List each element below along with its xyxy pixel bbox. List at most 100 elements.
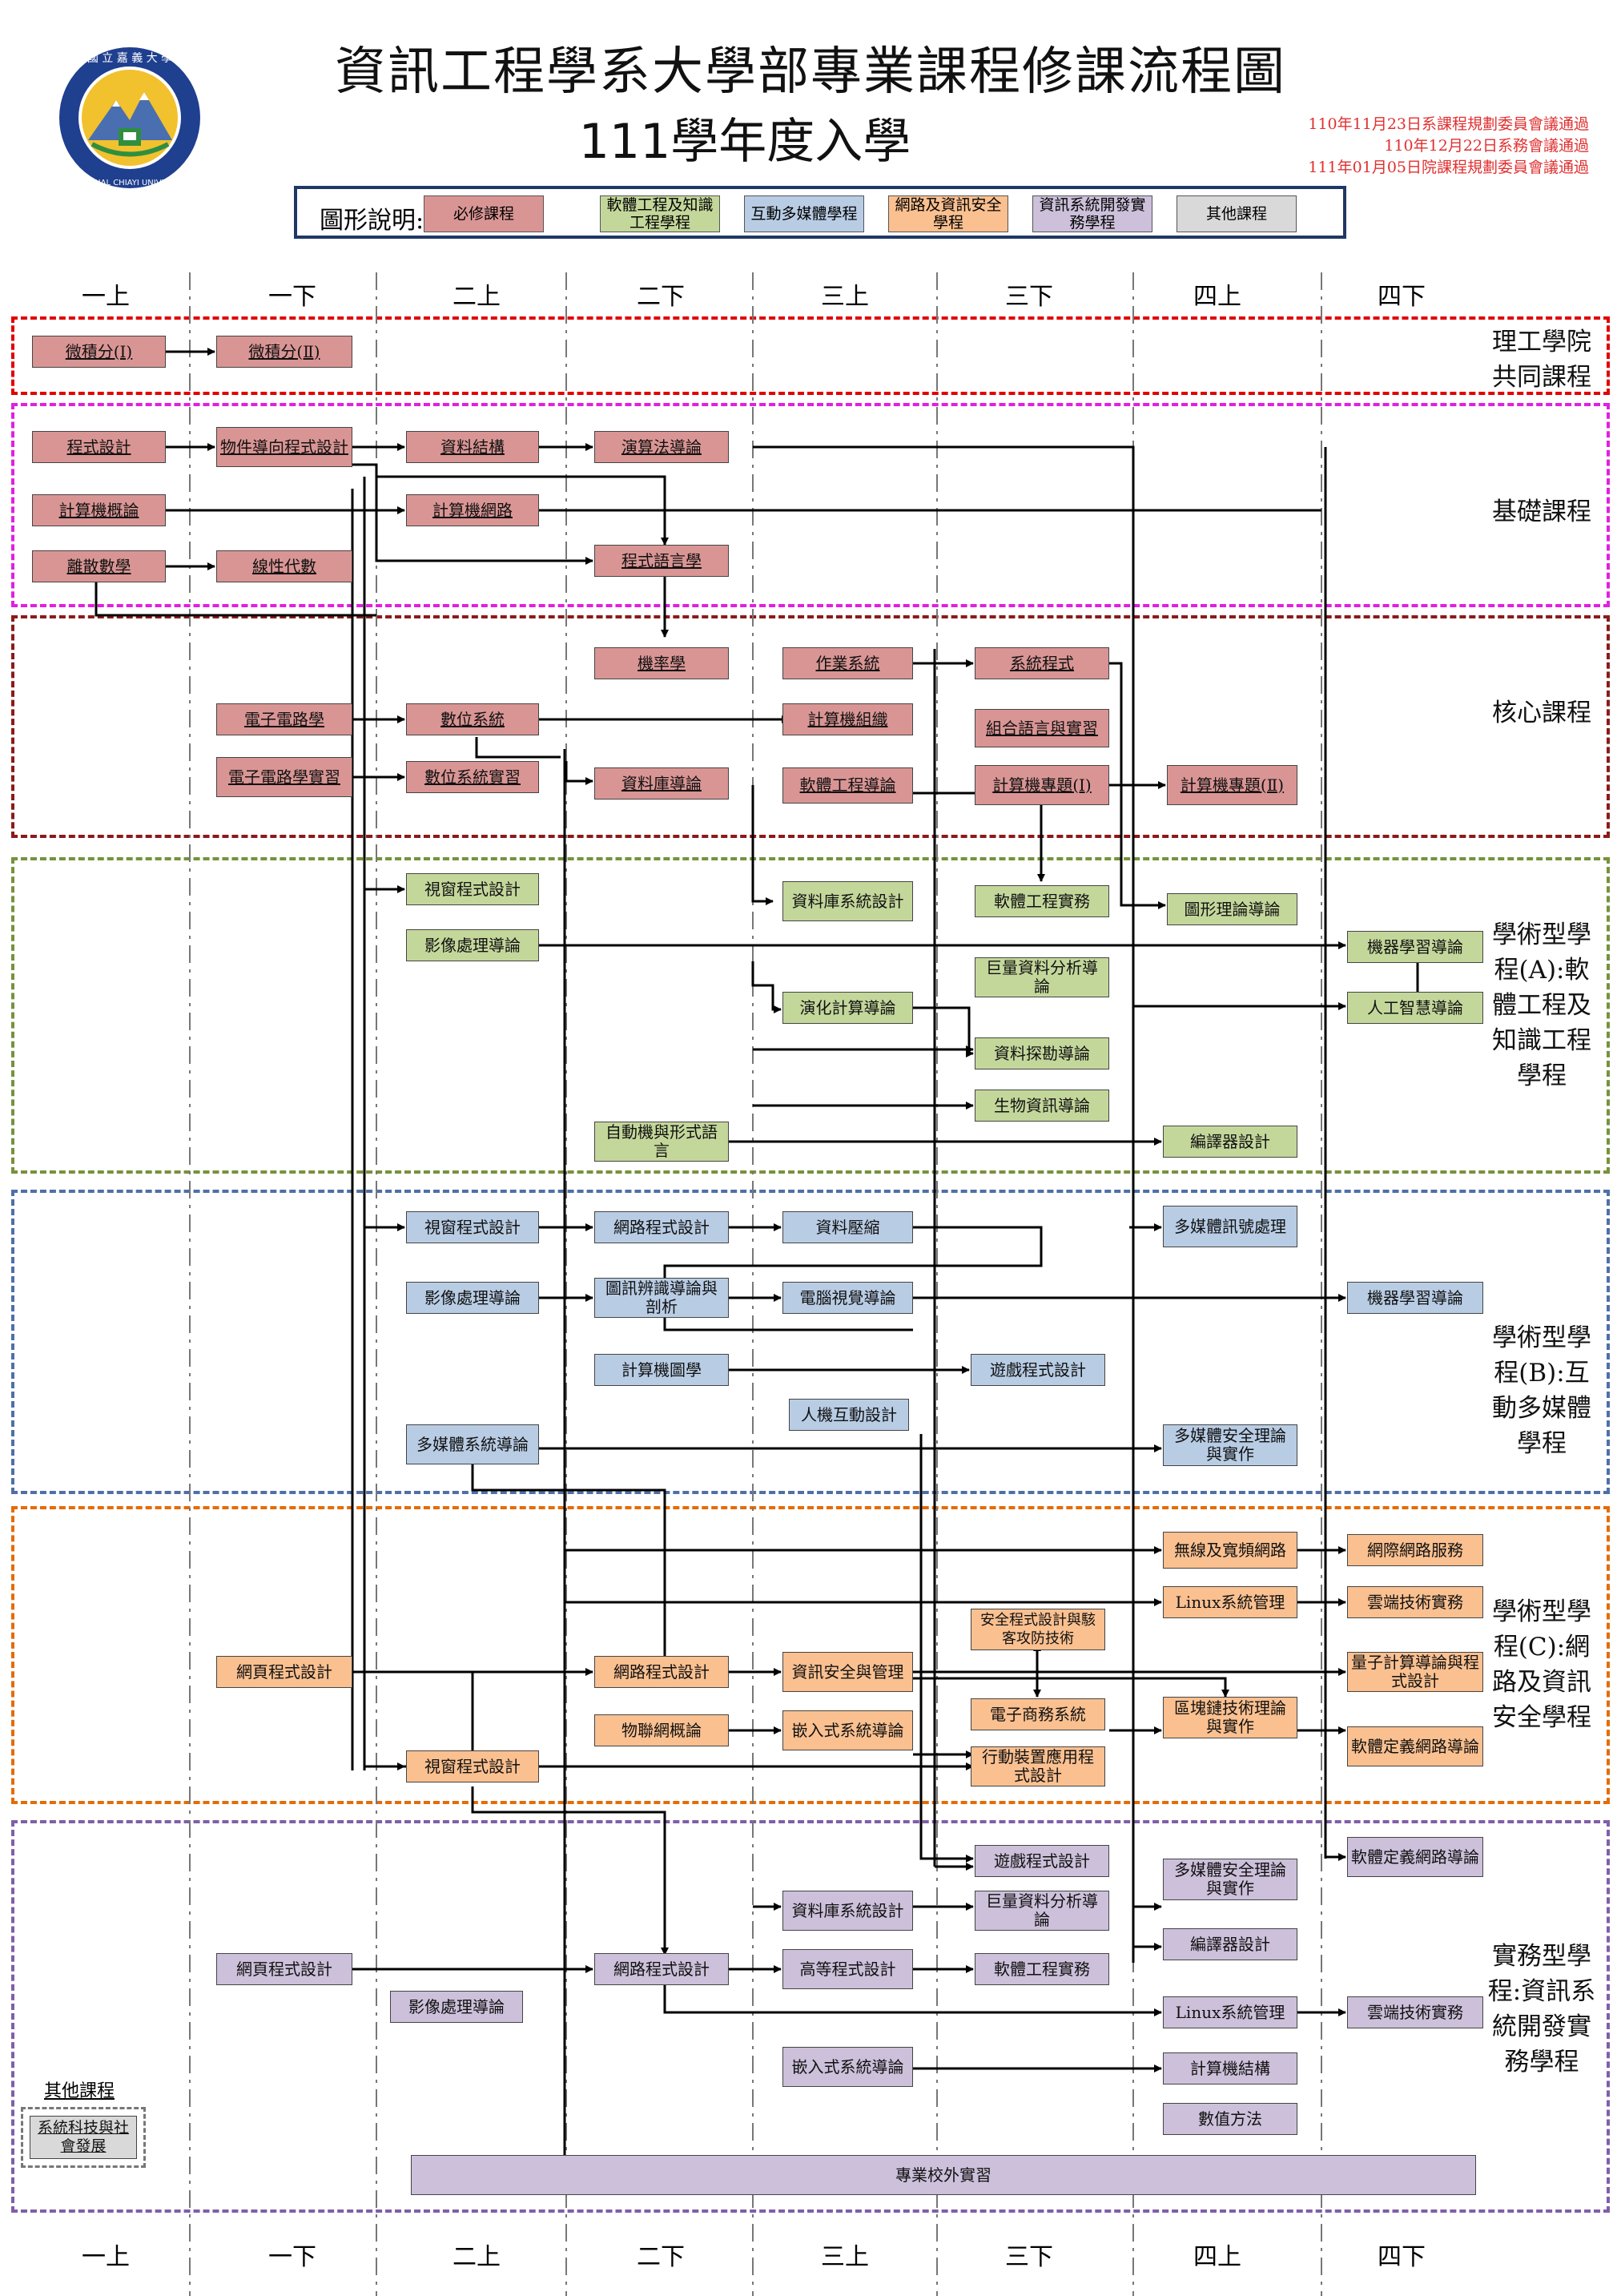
course-calculus-2: 微積分(Ⅱ): [216, 336, 352, 368]
semester-label: 二上: [453, 2243, 501, 2271]
semester-label: 三下: [1005, 283, 1053, 311]
semester-label: 二上: [453, 283, 501, 311]
course-discrete-math: 離散數學: [32, 550, 166, 582]
course-digital-systems: 數位系統: [406, 703, 539, 735]
page-subtitle: 111學年度入學: [578, 114, 911, 170]
page-title: 資訊工程學系大學部專業課程修課流程圖: [335, 42, 1286, 102]
course-c-sdn: 軟體定義網路導論: [1347, 1726, 1483, 1766]
semester-label: 二下: [637, 283, 685, 311]
legend-label: 圖形說明:: [320, 207, 424, 235]
course-b-multimedia-security: 多媒體安全理論與實作: [1163, 1424, 1297, 1466]
region-basic: [11, 403, 1610, 607]
course-c-secure-programming: 安全程式設計與駭客攻防技術: [971, 1609, 1105, 1650]
course-a-bioinformatics: 生物資訊導論: [975, 1090, 1109, 1122]
course-c-info-security: 資訊安全與管理: [782, 1652, 913, 1692]
course-p-linux-admin: Linux系統管理: [1163, 1996, 1297, 2028]
approval-notes: 110年11月23日系課程規劃委員會議通過 110年12月22日系務會議通過 1…: [1308, 114, 1589, 179]
legend: 圖形說明: 必修課程 軟體工程及知識工程學程 互動多媒體學程 網路及資訊安全學程…: [294, 186, 1346, 239]
course-b-multimedia-signal: 多媒體訊號處理: [1163, 1206, 1297, 1247]
svg-text:NATIONAL CHIAYI UNIVERSITY: NATIONAL CHIAYI UNIVERSITY: [70, 179, 191, 187]
semester-label: 二下: [637, 2243, 685, 2271]
course-a-graph-theory: 圖形理論導論: [1167, 893, 1297, 925]
region-label: 實務型學程:資訊系統開發實務學程: [1487, 1942, 1596, 2076]
region-label: 學術型學程(C):網路及資訊安全學程: [1492, 1597, 1591, 1732]
course-c-quantum-computing: 量子計算導論與程式設計: [1347, 1652, 1483, 1692]
region-college-common: [11, 316, 1610, 395]
approval-line: 111年01月05日院課程規劃委員會議通過: [1308, 159, 1589, 176]
semester-label: 三上: [821, 283, 869, 311]
course-electronic-circuits: 電子電路學: [216, 703, 352, 735]
course-p-game-programming: 遊戲程式設計: [975, 1845, 1109, 1877]
course-p-advanced-programming: 高等程式設計: [782, 1949, 913, 1989]
region-program-c: [11, 1506, 1610, 1804]
approval-line: 110年11月23日系課程規劃委員會議通過: [1308, 115, 1589, 133]
semester-label: 一下: [268, 2243, 316, 2271]
course-electronic-circuits-lab: 電子電路學實習: [216, 757, 352, 797]
course-p-multimedia-security: 多媒體安全理論與實作: [1163, 1859, 1297, 1900]
course-p-database-design: 資料庫系統設計: [782, 1891, 913, 1931]
legend-other: 其他課程: [1177, 195, 1297, 232]
semester-label: 一上: [82, 283, 130, 311]
course-system-programming: 系統程式: [975, 647, 1109, 679]
region-core: [11, 615, 1610, 838]
course-c-internet-services: 網際網路服務: [1347, 1534, 1483, 1566]
course-a-artificial-intelligence: 人工智慧導論: [1347, 992, 1483, 1024]
region-program-a: [11, 857, 1610, 1174]
course-oop: 物件導向程式設計: [216, 427, 352, 467]
course-other-society: 系統科技與社會發展: [30, 2116, 137, 2159]
course-programming: 程式設計: [32, 431, 166, 463]
course-database: 資料庫導論: [594, 767, 729, 800]
course-a-compiler-design: 編譯器設計: [1163, 1126, 1297, 1158]
course-b-computer-graphics: 計算機圖學: [594, 1354, 729, 1386]
course-p-compiler-design: 編譯器設計: [1163, 1928, 1297, 1960]
semester-label: 四下: [1378, 2243, 1426, 2271]
course-a-data-mining: 資料探勘導論: [975, 1037, 1109, 1069]
course-c-mobile-apps: 行動裝置應用程式設計: [971, 1746, 1105, 1786]
course-p-embedded-systems: 嵌入式系統導論: [782, 2047, 913, 2087]
course-c-linux-admin: Linux系統管理: [1163, 1586, 1297, 1618]
course-b-multimedia-systems: 多媒體系統導論: [406, 1424, 539, 1464]
region-label: 學術型學程(B):互動多媒體學程: [1492, 1323, 1591, 1458]
course-p-sdn: 軟體定義網路導論: [1347, 1837, 1483, 1877]
course-c-wireless-networks: 無線及寬頻網路: [1163, 1532, 1297, 1569]
course-a-machine-learning: 機器學習導論: [1347, 931, 1483, 963]
region-program-b: [11, 1190, 1610, 1494]
course-p-network-programming: 網路程式設計: [594, 1953, 729, 1985]
course-p-computer-architecture: 計算機結構: [1163, 2052, 1297, 2085]
course-p-software-practice: 軟體工程實務: [975, 1953, 1109, 1985]
course-intro-computer: 計算機概論: [32, 494, 166, 526]
course-b-machine-learning: 機器學習導論: [1347, 1282, 1483, 1314]
other-courses-title: 其他課程: [44, 2081, 115, 2101]
course-b-data-compression: 資料壓縮: [782, 1211, 913, 1243]
semester-label: 四下: [1378, 283, 1426, 311]
legend-software-engineering: 軟體工程及知識工程學程: [600, 195, 720, 232]
course-b-hci: 人機互動設計: [789, 1399, 909, 1431]
course-a-automata: 自動機與形式語言: [594, 1122, 729, 1162]
region-practical: [11, 1820, 1610, 2213]
course-p-cloud-practice: 雲端技術實務: [1347, 1996, 1483, 2028]
semester-label: 四上: [1193, 2243, 1241, 2271]
course-digital-systems-lab: 數位系統實習: [406, 761, 539, 793]
course-software-engineering-intro: 軟體工程導論: [782, 767, 913, 804]
course-c-blockchain: 區塊鏈技術理論與實作: [1163, 1697, 1297, 1738]
course-b-computer-vision: 電腦視覺導論: [782, 1282, 913, 1314]
course-c-ecommerce: 電子商務系統: [971, 1698, 1105, 1730]
course-linear-algebra: 線性代數: [216, 550, 352, 582]
course-c-cloud-practice: 雲端技術實務: [1347, 1586, 1483, 1618]
course-a-software-practice: 軟體工程實務: [975, 885, 1109, 917]
course-p-image-processing: 影像處理導論: [390, 1991, 523, 2023]
approval-line: 110年12月22日系務會議通過: [1384, 137, 1589, 155]
course-a-big-data: 巨量資料分析導論: [975, 957, 1109, 997]
course-b-window-programming: 視窗程式設計: [406, 1211, 539, 1243]
course-a-database-design: 資料庫系統設計: [782, 881, 913, 921]
other-courses-group: 系統科技與社會發展: [21, 2107, 146, 2168]
region-label: 學術型學程(A):軟體工程及知識工程學程: [1492, 920, 1591, 1090]
semester-label: 四上: [1193, 283, 1241, 311]
course-p-numerical-methods: 數值方法: [1163, 2103, 1297, 2135]
course-p-web-programming: 網頁程式設計: [216, 1953, 352, 1985]
course-algorithms: 演算法導論: [594, 431, 729, 463]
legend-required: 必修課程: [424, 195, 544, 232]
course-project-1: 計算機專題(Ⅰ): [975, 765, 1109, 805]
legend-practical: 資訊系統開發實務學程: [1032, 195, 1152, 232]
